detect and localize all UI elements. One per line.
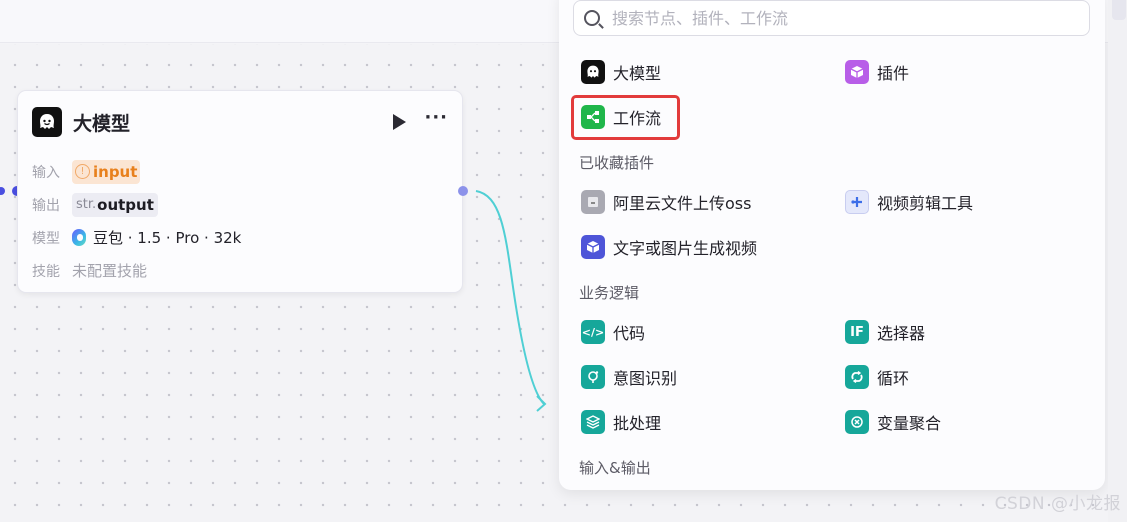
output-type: str.	[76, 197, 97, 212]
picker-item-llm[interactable]: 大模型	[581, 58, 661, 86]
skill-label: 技能	[32, 263, 60, 280]
llm-ghost-icon	[581, 60, 605, 84]
model-name: 豆包 · 1.5 · Pro · 32k	[93, 229, 242, 247]
node-header: 大模型 ···	[32, 107, 448, 137]
picker-item-plugin[interactable]: 插件	[845, 58, 909, 86]
scrollbar-thumb[interactable]	[1112, 0, 1126, 20]
output-row: 输出 str. output	[32, 188, 241, 221]
picker-item-label: 阿里云文件上传oss	[613, 194, 752, 213]
loop-icon	[845, 365, 869, 389]
output-port[interactable]	[458, 186, 468, 196]
picker-item-video-edit[interactable]: 视频剪辑工具	[845, 188, 973, 216]
picker-item-workflow[interactable]: 工作流	[581, 103, 661, 131]
picker-item-variable-merge[interactable]: 变量聚合	[845, 408, 941, 436]
workflow-icon	[581, 105, 605, 129]
picker-item-label: 视频剪辑工具	[877, 194, 974, 213]
picker-item-label: 循环	[877, 369, 910, 388]
batch-layers-icon	[581, 410, 605, 434]
model-label: 模型	[32, 230, 60, 247]
doubao-logo-icon	[72, 229, 86, 246]
video-edit-icon	[845, 190, 869, 214]
picker-item-code[interactable]: </> 代码	[581, 318, 645, 346]
node-picker-panel: 大模型 插件 工作流 已收藏插件 阿里云文件上传oss 视频剪辑工具 文字或图片…	[559, 0, 1105, 490]
section-title-input-output: 输入&输出	[579, 459, 651, 477]
picker-item-intent[interactable]: 意图识别	[581, 363, 677, 391]
picker-item-label: 文字或图片生成视频	[613, 239, 758, 258]
section-title-business-logic: 业务逻辑	[579, 284, 640, 302]
if-icon: IF	[845, 320, 869, 344]
input-variable-tag[interactable]: ! input	[72, 159, 141, 184]
output-variable-tag[interactable]: str. output	[72, 192, 158, 217]
picker-item-label: 意图识别	[613, 369, 678, 388]
search-input[interactable]	[612, 8, 1052, 28]
node-title: 大模型	[73, 112, 131, 135]
input-row: 输入 ! input	[32, 155, 241, 188]
intent-bulb-icon	[581, 365, 605, 389]
cube-icon	[845, 60, 869, 84]
picker-item-label: 插件	[877, 64, 910, 83]
picker-item-label: 批处理	[613, 414, 662, 433]
search-box[interactable]	[573, 0, 1090, 36]
picker-item-label: 工作流	[613, 109, 662, 128]
picker-item-text-image-to-video[interactable]: 文字或图片生成视频	[581, 233, 757, 261]
cube-icon	[581, 235, 605, 259]
output-variable-name: output	[97, 195, 154, 214]
file-upload-icon	[581, 190, 605, 214]
picker-item-loop[interactable]: 循环	[845, 363, 909, 391]
more-options-button[interactable]: ···	[424, 107, 448, 128]
search-icon	[584, 10, 600, 26]
picker-item-label: 代码	[613, 324, 646, 343]
picker-item-label: 选择器	[877, 324, 926, 343]
code-icon: </>	[581, 320, 605, 344]
picker-item-aliyun-oss[interactable]: 阿里云文件上传oss	[581, 188, 751, 216]
section-title-favorite-plugins: 已收藏插件	[579, 154, 655, 172]
skill-value: 未配置技能	[72, 262, 148, 280]
skill-row: 技能 未配置技能	[32, 254, 241, 287]
right-panel-edge	[1108, 0, 1127, 522]
upstream-port[interactable]	[0, 187, 5, 195]
picker-item-selector[interactable]: IF 选择器	[845, 318, 925, 346]
watermark: CSDN @小龙报	[994, 494, 1121, 514]
picker-item-batch[interactable]: 批处理	[581, 408, 661, 436]
model-value[interactable]: 豆包 · 1.5 · Pro · 32k	[72, 227, 241, 248]
input-variable-name: input	[93, 162, 138, 181]
llm-node[interactable]: 大模型 ··· 输入 ! input 输出 str. output 模型 豆包 …	[17, 90, 463, 293]
picker-item-label: 大模型	[613, 64, 662, 83]
model-row: 模型 豆包 · 1.5 · Pro · 32k	[32, 221, 241, 254]
variable-merge-icon	[845, 410, 869, 434]
warning-circle-icon: !	[75, 164, 90, 179]
llm-ghost-icon	[32, 107, 62, 137]
run-node-button[interactable]	[393, 114, 407, 130]
picker-item-label: 变量聚合	[877, 414, 942, 433]
output-label: 输出	[32, 197, 60, 214]
input-label: 输入	[32, 164, 60, 181]
